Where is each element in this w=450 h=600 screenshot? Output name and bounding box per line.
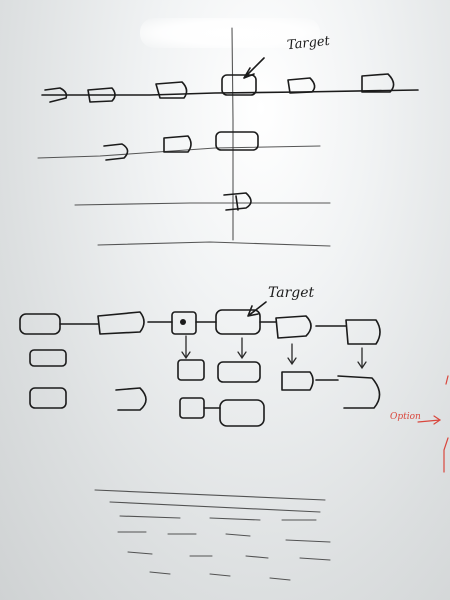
row2-block-5 xyxy=(337,375,381,409)
block-row2-3 xyxy=(215,131,259,151)
block-row1-1 xyxy=(44,87,68,103)
row3-block-4 xyxy=(219,399,265,427)
timeline-row-4 xyxy=(97,241,331,247)
chain-block-6 xyxy=(345,319,381,345)
faded-notes xyxy=(94,489,331,581)
down-arrow-2 xyxy=(237,337,247,360)
row3-block-2 xyxy=(115,387,147,411)
block-row2-1 xyxy=(103,143,129,161)
block-row1-2 xyxy=(87,87,116,103)
block-row2-2 xyxy=(163,135,192,153)
chain-block-2 xyxy=(97,311,145,335)
block-row1-3 xyxy=(155,81,188,99)
row2-block-3 xyxy=(217,361,261,383)
timeline-row-1 xyxy=(41,89,419,96)
down-arrow-1 xyxy=(181,335,191,360)
chain-dot xyxy=(180,319,186,325)
vertical-axis-line xyxy=(231,27,234,241)
row3-block-3 xyxy=(179,397,205,419)
target-block-mid xyxy=(215,309,261,335)
down-arrow-3 xyxy=(287,343,297,366)
option-label: Option xyxy=(390,412,421,422)
mid-target-label: Target xyxy=(268,285,315,301)
block-row3-1 xyxy=(223,192,252,211)
light-glare xyxy=(140,18,320,48)
target-arrow-top xyxy=(243,57,265,79)
timeline-row-3 xyxy=(74,202,331,206)
row3-block-1 xyxy=(29,387,67,409)
option-arrow xyxy=(417,415,442,425)
target-arrow-mid xyxy=(247,301,267,317)
down-arrow-4 xyxy=(357,347,367,370)
row2-block-1 xyxy=(29,349,67,367)
option-bracket xyxy=(443,375,449,473)
target-block-top xyxy=(221,74,257,96)
row2-block-4 xyxy=(281,371,314,391)
timeline-row-2 xyxy=(37,145,321,159)
block-row1-5 xyxy=(287,77,316,94)
chain-block-1 xyxy=(19,313,61,335)
block-row1-6 xyxy=(361,73,395,93)
chain-block-5 xyxy=(275,315,312,339)
row2-block-2 xyxy=(177,359,205,381)
chain-block-3 xyxy=(171,311,197,335)
